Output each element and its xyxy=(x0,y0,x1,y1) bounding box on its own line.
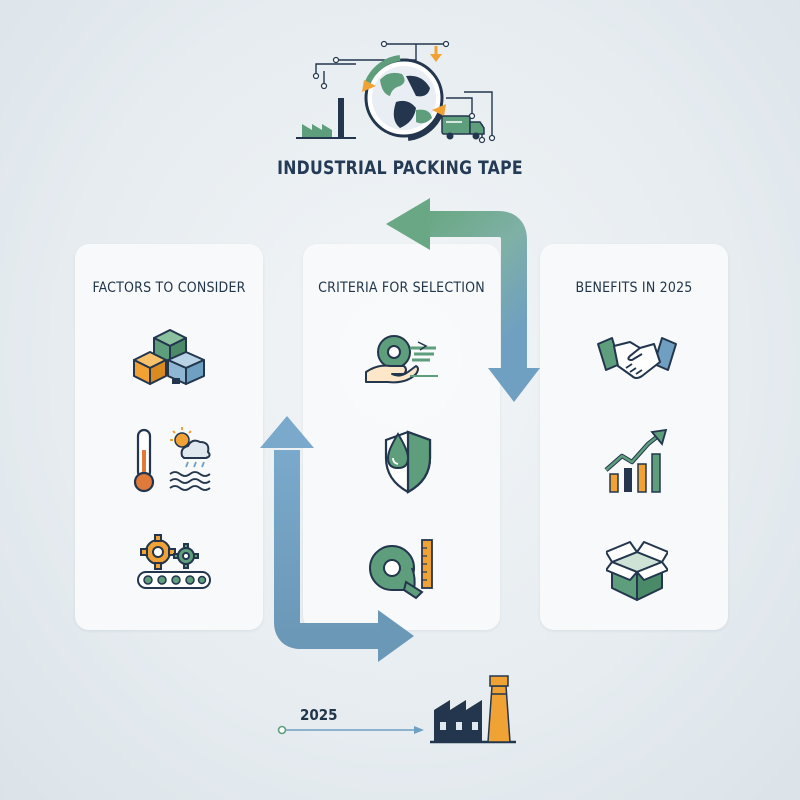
column-heading-criteria: CRITERIA FOR SELECTION xyxy=(318,280,485,296)
page-title: INDUSTRIAL PACKING TAPE xyxy=(277,157,523,179)
timeline-year: 2025 xyxy=(300,706,338,724)
column-heading-factors: FACTORS TO CONSIDER xyxy=(92,280,246,296)
drop-shield-icon xyxy=(384,430,432,494)
stacked-boxes-icon xyxy=(133,329,205,385)
tape-roll-ruler-icon xyxy=(369,539,433,600)
column-heading-benefits: BENEFITS IN 2025 xyxy=(575,280,693,296)
timeline-line xyxy=(277,725,424,735)
arrow-top-right xyxy=(386,198,540,402)
factory-icon xyxy=(430,675,516,744)
growth-chart-icon xyxy=(604,428,668,493)
hand-tape-roll-icon xyxy=(365,335,438,384)
handshake-icon xyxy=(597,337,677,379)
open-box-icon xyxy=(606,541,668,601)
column-card-factors: FACTORS TO CONSIDER xyxy=(75,244,263,630)
thermometer-weather-icon xyxy=(133,427,211,493)
gears-conveyor-icon xyxy=(137,534,211,589)
globe-supply-chain-icon xyxy=(296,40,496,144)
arrow-bottom-left xyxy=(260,416,414,662)
